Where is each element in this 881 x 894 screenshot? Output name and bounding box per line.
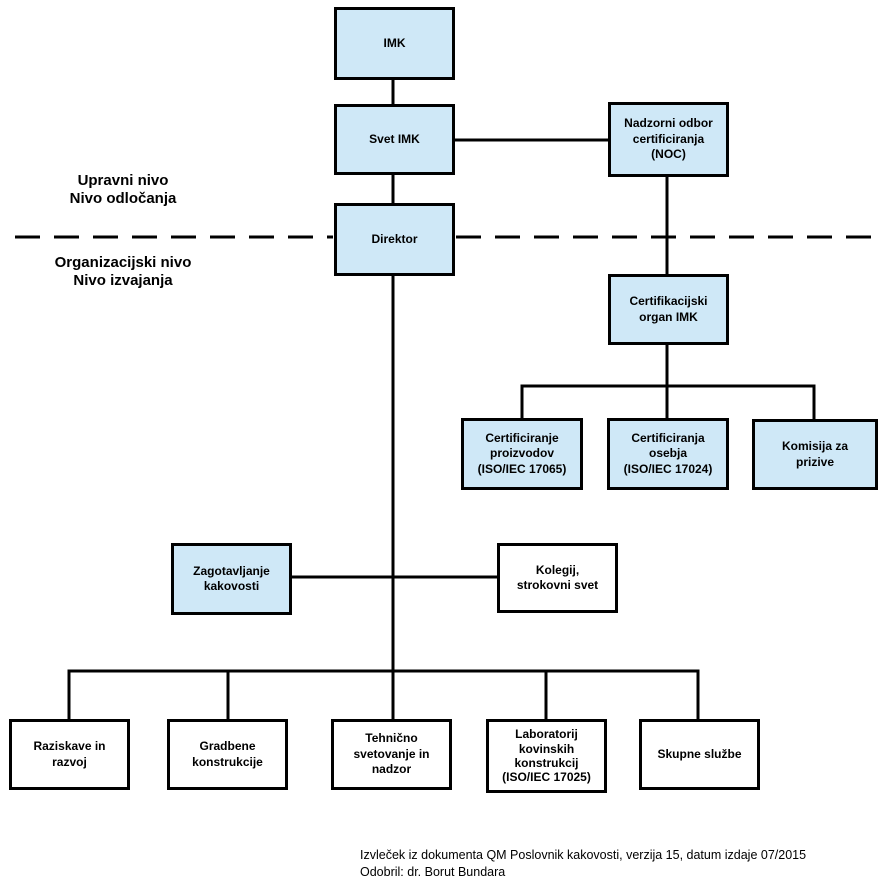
- org-node-certifikacijski-organ-imk: Certifikacijski organ IMK: [608, 274, 729, 345]
- level-label-organizacijski-nivo: Organizacijski nivo Nivo izvajanja: [54, 254, 192, 289]
- footer-line-approved-by: Odobril: dr. Borut Bundara: [360, 864, 506, 879]
- org-node-certificiranja-osebja: Certificiranja osebja (ISO/IEC 17024): [607, 418, 729, 490]
- org-node-certificiranje-proizvodov: Certificiranje proizvodov (ISO/IEC 17065…: [461, 418, 583, 490]
- org-node-tehnicno-svetovanje-in-nadzor: Tehnično svetovanje in nadzor: [331, 719, 452, 790]
- footer-note: Izvleček iz dokumenta QM Poslovnik kakov…: [360, 847, 806, 881]
- org-node-imk: IMK: [334, 7, 455, 80]
- org-node-komisija-za-prizive: Komisija za prizive: [752, 419, 878, 490]
- org-node-laboratorij-kovinskih-konstrukcij: Laboratorij kovinskih konstrukcij (ISO/I…: [486, 719, 607, 793]
- footer-line-document-info: Izvleček iz dokumenta QM Poslovnik kakov…: [360, 848, 807, 862]
- org-node-gradbene-konstrukcije: Gradbene konstrukcije: [167, 719, 288, 790]
- org-node-raziskave-in-razvoj: Raziskave in razvoj: [9, 719, 130, 790]
- org-node-skupne-sluzbe: Skupne službe: [639, 719, 760, 790]
- org-node-direktor: Direktor: [334, 203, 455, 276]
- org-node-nadzorni-odbor-certificiranja: Nadzorni odbor certificiranja (NOC): [608, 102, 729, 177]
- level-label-upravni-nivo: Upravni nivo Nivo odločanja: [69, 172, 177, 207]
- org-node-zagotavljanje-kakovosti: Zagotavljanje kakovosti: [171, 543, 292, 615]
- org-node-svet-imk: Svet IMK: [334, 104, 455, 175]
- org-node-kolegij-strokovni-svet: Kolegij, strokovni svet: [497, 543, 618, 613]
